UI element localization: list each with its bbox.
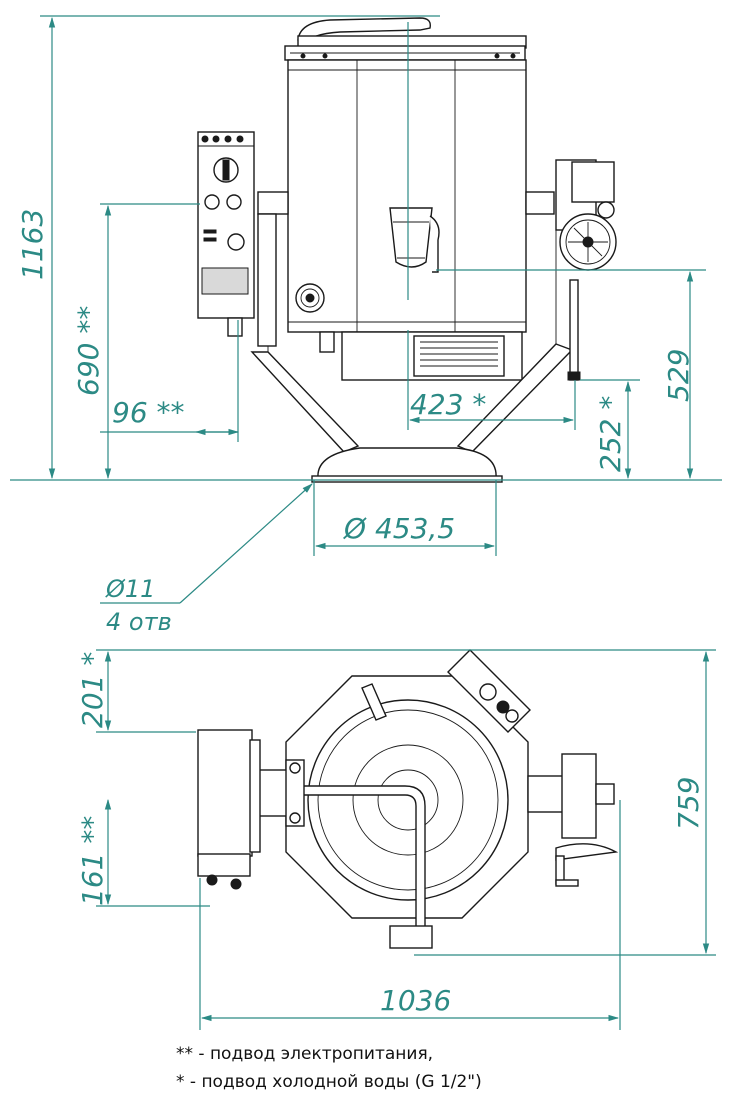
dim-width: 1036 [380,984,451,1017]
top-view [197,649,619,949]
dim-height-total: 1163 [16,209,49,280]
note-power: ** - подвод электропитания, [176,1044,434,1064]
handwheel-top [561,753,597,839]
front-dimensions: 1163 690 ** 96 ** 529 252 * 423 * Ø 453,… [10,15,722,636]
dim-width-water: 423 * [410,388,486,421]
dim-height-power: 690 ** [72,306,105,396]
dim-hole-count: 4 отв [106,608,172,636]
dim-offset-power: 96 ** [112,396,185,429]
vent-slots [420,341,498,367]
right-pivot-top [527,775,565,813]
button-green [204,194,220,210]
kettle-rim [307,699,509,901]
dim-height-right: 529 [662,349,695,402]
note-water: * - подвод холодной воды (G 1/2") [176,1072,482,1092]
button-red [226,194,242,210]
nameplate [201,267,249,295]
dim-power-offset: 161 ** [76,816,109,906]
left-pivot [257,191,289,215]
handwheel [559,201,617,271]
kettle-body [287,59,527,333]
right-pivot [525,191,555,215]
front-view [197,17,617,483]
dim-water-offset: 201 * [76,652,109,728]
dim-base-diameter: Ø 453,5 [343,512,455,545]
lid-handle-top [361,683,387,721]
water-pipe [569,279,579,381]
indicator-lamp [227,233,245,251]
base [317,447,497,479]
left-leg [250,351,360,453]
dim-hole-diameter: Ø11 [105,575,155,603]
top-dimensions: 201 * 161 ** 759 1036 [76,649,716,1030]
dim-depth: 759 [672,777,705,830]
dim-height-water: 252 * [594,396,627,472]
control-panel-top [197,729,253,857]
water-tap [389,207,433,268]
